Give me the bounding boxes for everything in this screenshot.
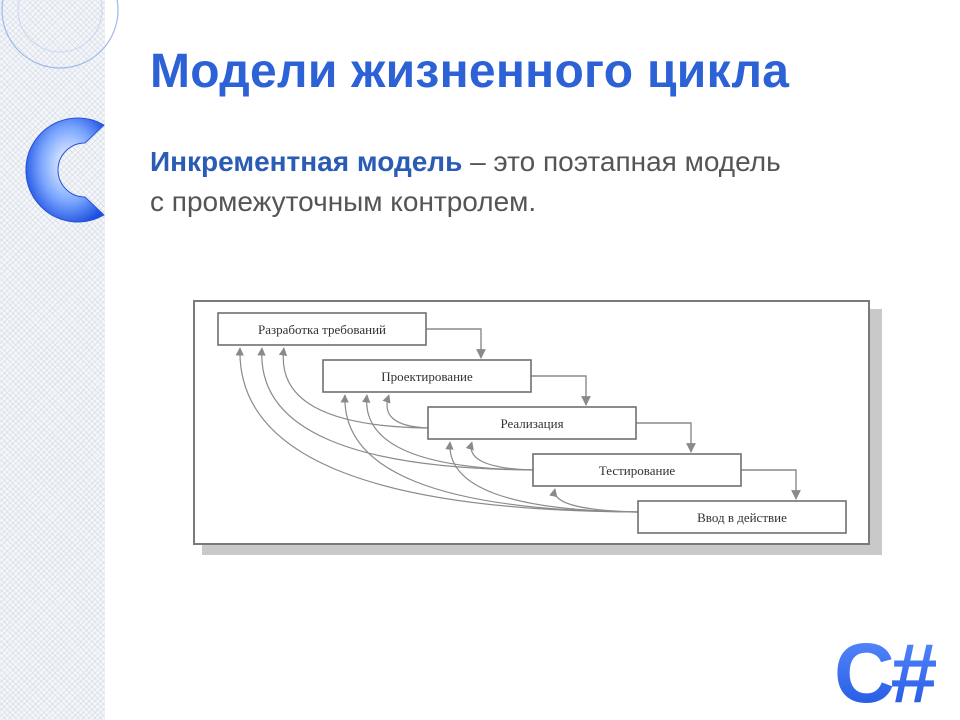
- stage-label: Разработка требований: [258, 322, 386, 337]
- stage-label: Реализация: [500, 416, 563, 431]
- csharp-logo-icon: C#: [832, 630, 947, 710]
- subtitle-line2: с промежуточным контролем.: [150, 186, 536, 217]
- stage-box: Проектирование: [323, 360, 531, 392]
- stage-label: Тестирование: [599, 463, 676, 478]
- slide-title: Модели жизненного цикла: [150, 44, 789, 99]
- stage-box: Ввод в действие: [638, 501, 846, 533]
- subtitle-term: Инкрементная модель: [150, 146, 462, 177]
- stage-label: Проектирование: [381, 369, 473, 384]
- decor-ring-icon: [0, 0, 130, 260]
- subtitle-rest: – это поэтапная модель: [462, 146, 780, 177]
- diagram-canvas: Разработка требованийПроектированиеРеали…: [193, 300, 883, 558]
- stage-label: Ввод в действие: [697, 510, 787, 525]
- slide-subtitle: Инкрементная модель – это поэтапная моде…: [150, 142, 950, 222]
- stage-box: Реализация: [428, 407, 636, 439]
- logo-text: C#: [834, 630, 937, 710]
- stage-box: Тестирование: [533, 454, 741, 486]
- stage-box: Разработка требований: [218, 313, 426, 345]
